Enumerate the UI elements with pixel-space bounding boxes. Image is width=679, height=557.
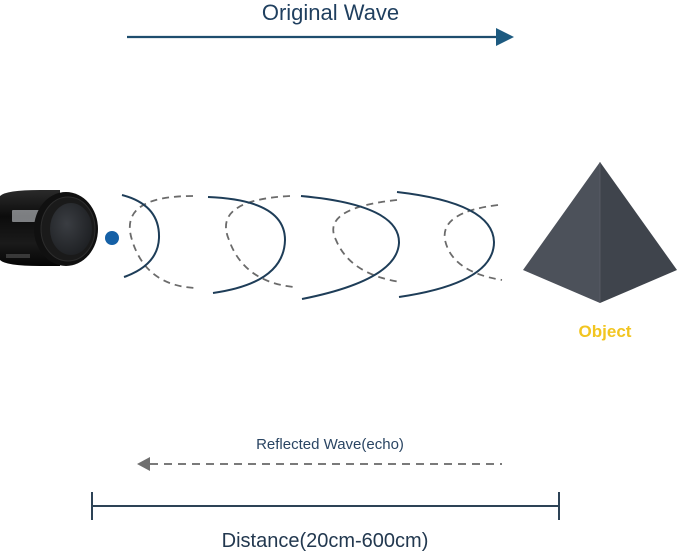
original-wave-arcs: [121, 191, 496, 300]
original-wave-arc: [121, 194, 161, 278]
signal-dot-icon: [105, 231, 119, 245]
ultrasonic-sensor-icon: [0, 190, 98, 266]
reflected-wave-arcs: [128, 195, 503, 289]
original-wave-title: Original Wave: [0, 0, 679, 26]
reflected-wave-arc: [128, 195, 197, 289]
original-wave-arc: [207, 196, 287, 294]
reflected-wave-arc: [225, 195, 295, 288]
reflected-wave-arc: [332, 199, 401, 283]
original-wave-arc: [300, 195, 401, 300]
reflected-wave-label: Reflected Wave(echo): [256, 436, 404, 453]
reflected-wave-arrow: [137, 457, 502, 471]
original-wave-label: Original Wave: [261, 0, 400, 25]
arrow-left-icon: [137, 457, 150, 471]
object-label: Object: [578, 322, 632, 341]
distance-label: Distance(20cm-600cm): [221, 530, 429, 552]
original-wave-arrow: [127, 28, 514, 46]
arrow-right-icon: [496, 28, 514, 46]
original-wave-arc: [396, 191, 496, 298]
pyramid-icon: [523, 162, 677, 303]
distance-bracket: [91, 492, 560, 520]
